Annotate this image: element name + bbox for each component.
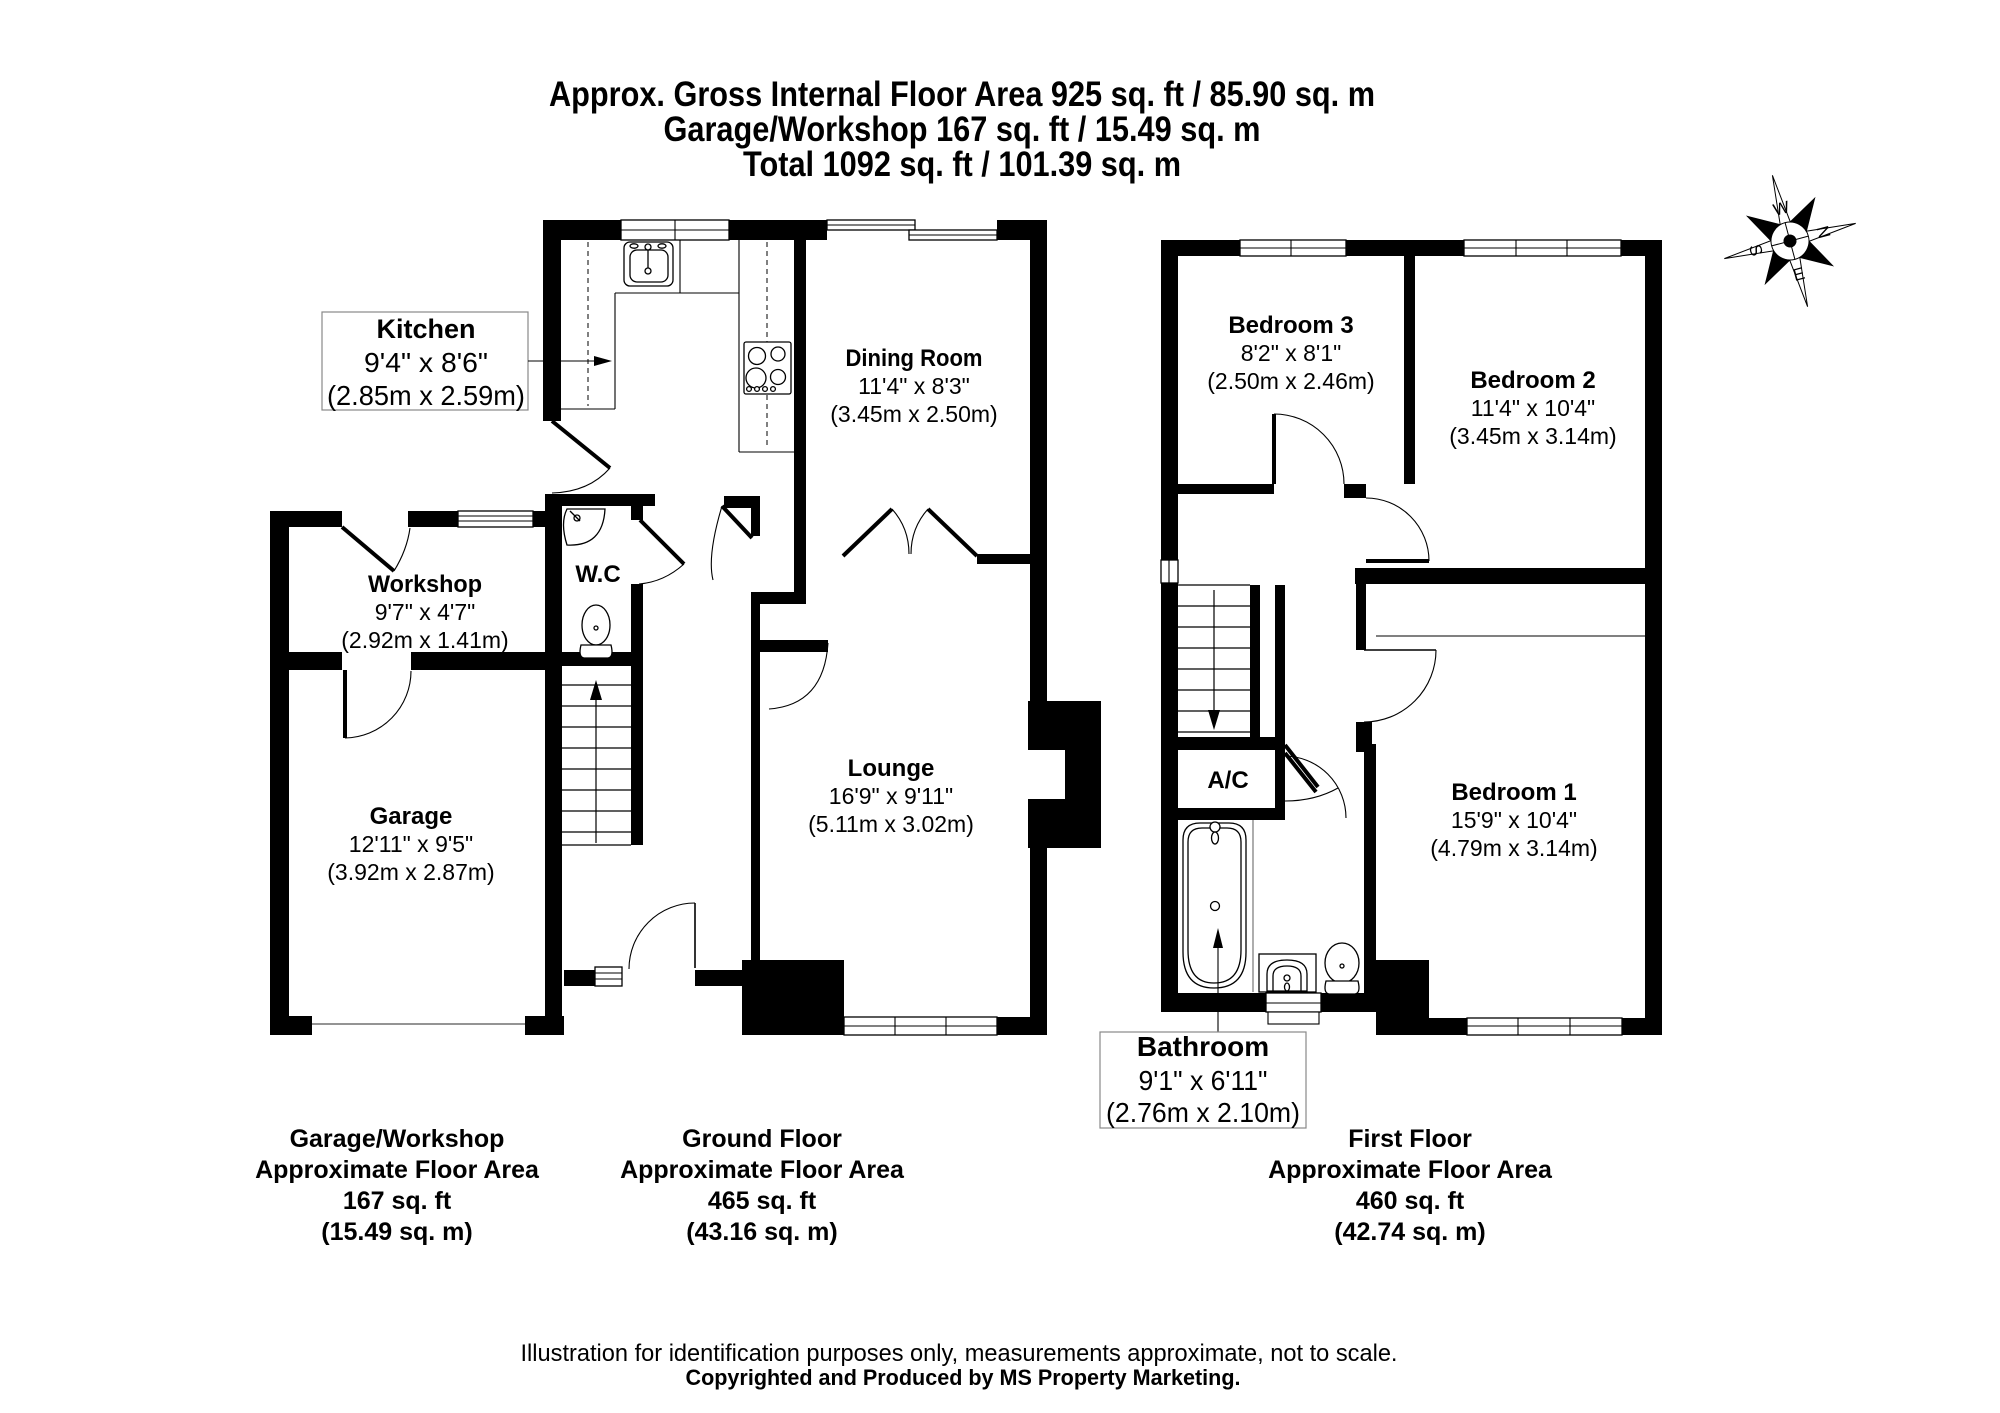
svg-text:Garage: Garage bbox=[370, 803, 453, 830]
svg-text:Total 1092 sq. ft / 101.39 sq.: Total 1092 sq. ft / 101.39 sq. m bbox=[743, 145, 1181, 184]
svg-text:11'4" x 8'3": 11'4" x 8'3" bbox=[858, 373, 970, 399]
svg-text:8'2" x 8'1": 8'2" x 8'1" bbox=[1241, 340, 1342, 366]
svg-text:Copyrighted and Produced by M: Copyrighted and Produced by MS Property … bbox=[686, 1365, 1241, 1390]
svg-text:Lounge: Lounge bbox=[848, 755, 935, 782]
svg-text:Approximate Floor Area: Approximate Floor Area bbox=[1268, 1156, 1553, 1184]
svg-text:(43.16 sq. m): (43.16 sq. m) bbox=[686, 1218, 837, 1246]
svg-text:(2.92m x 1.41m): (2.92m x 1.41m) bbox=[341, 627, 508, 653]
svg-text:(2.85m x 2.59m): (2.85m x 2.59m) bbox=[327, 380, 525, 411]
svg-text:Workshop: Workshop bbox=[368, 571, 482, 598]
svg-text:9'7" x 4'7": 9'7" x 4'7" bbox=[375, 599, 476, 625]
svg-text:16'9" x 9'11": 16'9" x 9'11" bbox=[829, 783, 953, 809]
svg-text:E: E bbox=[1791, 264, 1807, 285]
svg-text:Bathroom: Bathroom bbox=[1137, 1031, 1269, 1062]
svg-text:(2.50m x 2.46m): (2.50m x 2.46m) bbox=[1207, 368, 1374, 394]
svg-text:Garage/Workshop 167 sq. ft / 1: Garage/Workshop 167 sq. ft / 15.49 sq. m bbox=[664, 110, 1261, 149]
svg-text:(5.11m x 3.02m): (5.11m x 3.02m) bbox=[808, 811, 974, 837]
svg-text:(3.45m x 2.50m): (3.45m x 2.50m) bbox=[830, 401, 997, 427]
svg-text:465 sq. ft: 465 sq. ft bbox=[708, 1187, 817, 1215]
svg-text:(15.49 sq. m): (15.49 sq. m) bbox=[321, 1218, 472, 1246]
svg-text:Garage/Workshop: Garage/Workshop bbox=[290, 1125, 505, 1153]
svg-text:Ground Floor: Ground Floor bbox=[682, 1125, 842, 1153]
svg-text:15'9" x 10'4": 15'9" x 10'4" bbox=[1451, 807, 1577, 833]
svg-text:(4.79m x 3.14m): (4.79m x 3.14m) bbox=[1430, 835, 1597, 861]
svg-text:(3.92m x 2.87m): (3.92m x 2.87m) bbox=[327, 859, 494, 885]
svg-text:W.C: W.C bbox=[575, 561, 620, 588]
svg-text:Bedroom 1: Bedroom 1 bbox=[1451, 779, 1576, 806]
svg-text:Approximate Floor Area: Approximate Floor Area bbox=[255, 1156, 540, 1184]
svg-text:167 sq. ft: 167 sq. ft bbox=[343, 1187, 452, 1215]
svg-text:First Floor: First Floor bbox=[1348, 1125, 1472, 1153]
svg-text:A/C: A/C bbox=[1207, 767, 1248, 794]
svg-text:Bedroom 2: Bedroom 2 bbox=[1470, 367, 1595, 394]
svg-text:(2.76m x 2.10m): (2.76m x 2.10m) bbox=[1106, 1097, 1300, 1128]
svg-text:N: N bbox=[1813, 224, 1835, 241]
svg-text:Approx. Gross Internal Floor A: Approx. Gross Internal Floor Area 925 sq… bbox=[549, 75, 1375, 114]
svg-text:11'4" x 10'4": 11'4" x 10'4" bbox=[1471, 395, 1595, 421]
svg-text:(3.45m x 3.14m): (3.45m x 3.14m) bbox=[1449, 423, 1616, 449]
svg-text:9'1" x 6'11": 9'1" x 6'11" bbox=[1139, 1065, 1268, 1096]
svg-text:460 sq. ft: 460 sq. ft bbox=[1356, 1187, 1465, 1215]
svg-text:Illustration for identificatio: Illustration for identification purposes… bbox=[521, 1340, 1398, 1367]
svg-text:Dining Room: Dining Room bbox=[846, 345, 983, 372]
svg-text:(42.74 sq. m): (42.74 sq. m) bbox=[1334, 1218, 1485, 1246]
svg-text:12'11" x 9'5": 12'11" x 9'5" bbox=[349, 831, 473, 857]
svg-text:Approximate Floor Area: Approximate Floor Area bbox=[620, 1156, 905, 1184]
svg-text:9'4" x 8'6": 9'4" x 8'6" bbox=[364, 347, 488, 378]
svg-text:W: W bbox=[1771, 197, 1791, 220]
svg-text:Kitchen: Kitchen bbox=[376, 314, 475, 344]
svg-text:Bedroom 3: Bedroom 3 bbox=[1228, 312, 1353, 339]
svg-text:S: S bbox=[1745, 242, 1766, 258]
